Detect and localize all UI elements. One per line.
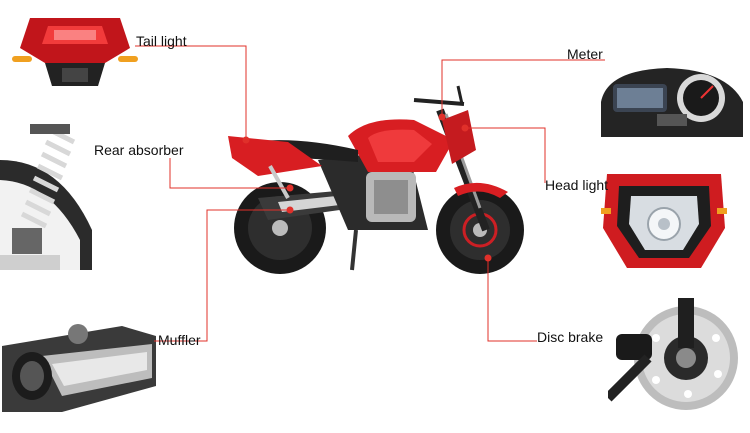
muffler-label: Muffler [158,332,201,348]
disc-brake-label: Disc brake [537,329,604,345]
head-light-label: Head light [545,177,609,193]
disc-brake-photo [608,298,746,410]
tail-light-photo [10,8,140,90]
motorcycle-photo [218,80,530,278]
tail-light-label: Tail light [136,33,187,49]
muffler-photo [2,316,156,414]
meter-photo [597,62,747,137]
meter-label: Meter [567,46,603,62]
rear-absorber-label: Rear absorber [94,142,184,158]
shock-absorber-photo [0,120,92,270]
head-light-photo [601,168,727,284]
